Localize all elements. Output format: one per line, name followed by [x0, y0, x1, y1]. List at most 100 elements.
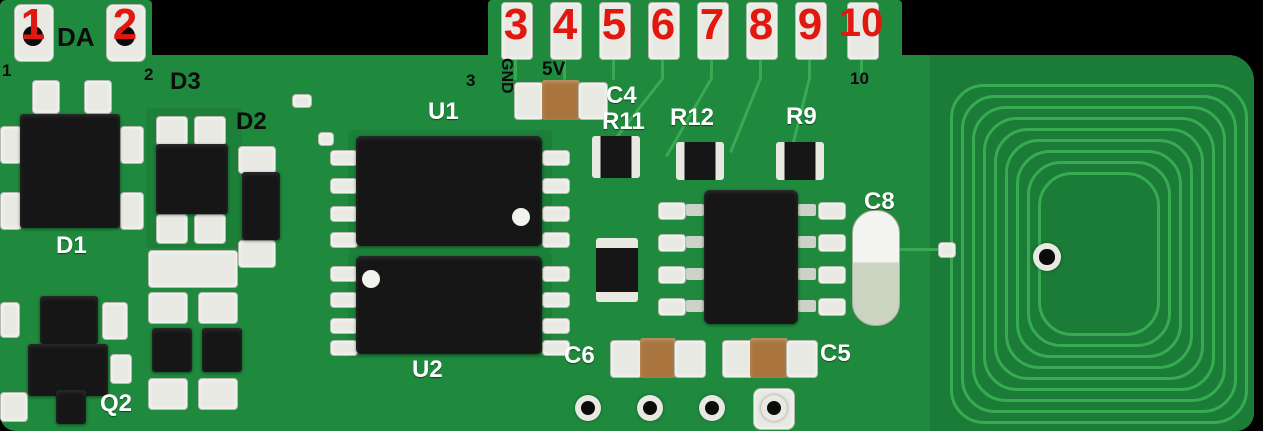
- label-u2: U2: [412, 356, 443, 383]
- ic-pin: [798, 268, 816, 280]
- pin-annotation-6: 6: [650, 0, 676, 49]
- edge-pad-7: [697, 2, 729, 60]
- solder-pad: [198, 378, 238, 410]
- solder-pad: [330, 206, 358, 222]
- pin-annotation-8: 8: [748, 0, 774, 49]
- pin-annotation-5: 5: [601, 0, 627, 49]
- silk-pin-2: 2: [144, 65, 154, 84]
- ic-pin: [798, 236, 816, 248]
- solder-pad: [330, 292, 358, 308]
- component-d1: [20, 114, 120, 228]
- label-c6: C6: [564, 342, 595, 369]
- solder-pad: [148, 250, 238, 288]
- component-r9: [776, 142, 824, 180]
- silk-pin-3: 3: [466, 71, 476, 90]
- solder-pad: [330, 340, 358, 356]
- component-q2: [28, 344, 108, 396]
- trace: [514, 58, 517, 80]
- component-r12: [676, 142, 724, 180]
- pin1-marker-u1: [512, 208, 530, 226]
- edge-pad-10: [847, 2, 879, 60]
- solder-pad: [542, 178, 570, 194]
- solder-pad: [542, 340, 570, 356]
- solder-pad: [156, 214, 188, 244]
- pin-annotation-3: 3: [503, 0, 529, 49]
- pin-annotation-4: 4: [552, 0, 578, 49]
- pin1-marker-u2: [362, 270, 380, 288]
- edge-pad-6: [648, 2, 680, 60]
- solder-pad: [330, 266, 358, 282]
- solder-pad: [578, 82, 608, 120]
- solder-pad: [818, 202, 846, 220]
- silk-label-da: DA: [57, 22, 95, 52]
- label-r9: R9: [786, 103, 817, 130]
- solder-pad: [102, 302, 128, 340]
- antenna-coil-turn: [972, 106, 1226, 402]
- solder-pad: [198, 292, 238, 324]
- component-c8: [852, 210, 900, 326]
- component-q2-tab: [40, 296, 98, 344]
- label-d2: D2: [236, 108, 267, 135]
- solder-pad: [32, 80, 60, 114]
- solder-pad: [542, 150, 570, 166]
- solder-pad: [120, 192, 144, 230]
- ic-pin: [798, 204, 816, 216]
- pin-annotation-9: 9: [797, 0, 823, 49]
- label-d3: D3: [170, 68, 201, 95]
- mounting-hole: [699, 395, 725, 421]
- solder-pad: [658, 234, 686, 252]
- antenna-feed-trace: [898, 248, 950, 251]
- solder-pad: [318, 132, 334, 146]
- solder-pad: [238, 146, 276, 174]
- silk-pin-10: 10: [850, 69, 869, 88]
- trace: [860, 58, 863, 80]
- capacitor-c4-body: [542, 80, 580, 120]
- solder-pad: [330, 232, 358, 248]
- solder-pad: [938, 242, 956, 258]
- component-d2: [242, 172, 280, 240]
- mounting-hole: [637, 395, 663, 421]
- solder-pad: [0, 392, 28, 422]
- trace: [710, 58, 713, 80]
- pin-annotation-10: 10: [838, 1, 884, 45]
- solder-pad: [542, 266, 570, 282]
- solder-pad: [786, 340, 818, 378]
- antenna-coil-turn: [994, 128, 1204, 380]
- component-u1: [356, 136, 542, 246]
- solder-pad: [238, 240, 276, 268]
- pin-annotation-1: 1: [20, 0, 46, 49]
- solder-pad: [658, 202, 686, 220]
- silk-gnd: GND: [498, 58, 515, 94]
- antenna-center-hole: [1033, 243, 1061, 271]
- solder-pad: [818, 266, 846, 284]
- trace: [612, 58, 615, 80]
- pad-hole: [115, 26, 135, 46]
- solder-pad: [84, 80, 112, 114]
- solder-pad: [542, 292, 570, 308]
- mounting-hole: [761, 395, 787, 421]
- edge-pad-5: [599, 2, 631, 60]
- solder-pad: [722, 340, 754, 378]
- solder-pad: [110, 354, 132, 384]
- solder-pad: [156, 116, 188, 146]
- trace: [808, 58, 811, 80]
- label-u1: U1: [428, 98, 459, 125]
- edge-pad-9: [795, 2, 827, 60]
- ic-pin: [686, 300, 704, 312]
- trace: [759, 58, 762, 80]
- edge-pad-3: [501, 2, 533, 60]
- silk-pin-1: 1: [2, 61, 12, 80]
- component-u2: [356, 256, 542, 354]
- antenna-coil-turn: [983, 117, 1215, 391]
- solder-pad: [542, 206, 570, 222]
- mounting-hole: [575, 395, 601, 421]
- solder-pad: [514, 82, 544, 120]
- label-c4: C4: [606, 82, 637, 109]
- capacitor-c6-body: [640, 338, 676, 378]
- component-chip: [152, 328, 192, 372]
- solder-pad: [658, 298, 686, 316]
- capacitor-c5-body: [750, 338, 788, 378]
- component-chip: [202, 328, 242, 372]
- antenna-coil-turn: [1005, 139, 1193, 369]
